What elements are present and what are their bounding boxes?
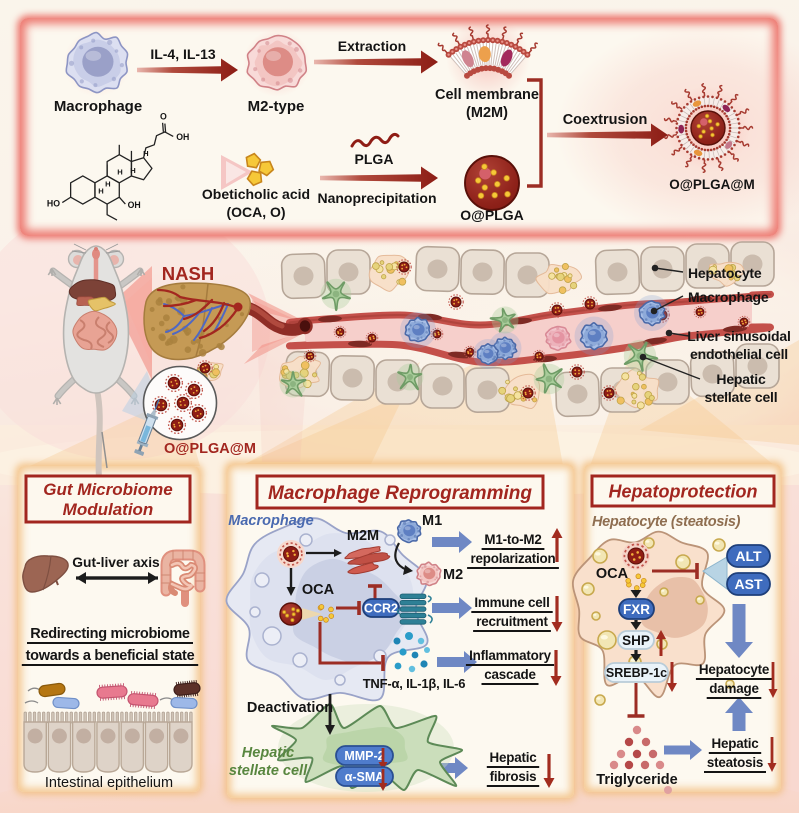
svg-text:O: O	[160, 112, 167, 122]
svg-text:Triglyceride: Triglyceride	[596, 772, 677, 788]
svg-text:towards a beneficial state: towards a beneficial state	[26, 648, 195, 664]
svg-text:Redirecting microbiome: Redirecting microbiome	[30, 626, 190, 642]
svg-text:H: H	[130, 166, 135, 175]
svg-text:Extraction: Extraction	[338, 38, 406, 54]
svg-text:H: H	[98, 186, 103, 195]
svg-text:OH: OH	[176, 132, 189, 142]
svg-text:FXR: FXR	[623, 602, 650, 617]
svg-text:Hepatic: Hepatic	[490, 750, 538, 765]
svg-text:Immune cell: Immune cell	[474, 595, 549, 610]
svg-text:NASH: NASH	[162, 263, 214, 284]
svg-text:repolarization: repolarization	[471, 551, 556, 566]
svg-text:Hepatic: Hepatic	[716, 371, 766, 387]
svg-text:AST: AST	[735, 576, 763, 592]
svg-text:M2-type: M2-type	[248, 98, 305, 115]
svg-text:Macrophage Reprogramming: Macrophage Reprogramming	[268, 483, 532, 504]
svg-text:M2: M2	[443, 567, 463, 583]
svg-text:Cell membrane: Cell membrane	[435, 87, 539, 103]
svg-text:IL-4, IL-13: IL-4, IL-13	[150, 46, 216, 62]
svg-text:Hepatic: Hepatic	[712, 736, 760, 751]
svg-text:CCR2: CCR2	[364, 602, 398, 616]
svg-text:Liver sinusoidal: Liver sinusoidal	[687, 328, 790, 344]
svg-text:Gut-liver axis: Gut-liver axis	[72, 555, 160, 570]
svg-text:steatosis: steatosis	[707, 755, 763, 770]
svg-text:H: H	[105, 180, 110, 189]
svg-text:PLGA: PLGA	[355, 151, 394, 167]
svg-text:Hepatocyte (steatosis): Hepatocyte (steatosis)	[592, 514, 741, 530]
svg-text:α-SMA: α-SMA	[345, 770, 385, 784]
svg-text:recruitment: recruitment	[476, 614, 548, 629]
svg-text:SREBP-1c: SREBP-1c	[606, 666, 667, 680]
svg-text:ALT: ALT	[735, 548, 762, 564]
svg-text:M2M: M2M	[347, 528, 379, 544]
svg-text:Macrophage: Macrophage	[688, 289, 769, 305]
svg-text:cascade: cascade	[484, 667, 535, 682]
svg-text:Gut Microbiome: Gut Microbiome	[43, 480, 172, 499]
svg-text:SHP: SHP	[622, 633, 650, 648]
svg-text:stellate cell: stellate cell	[229, 763, 308, 779]
svg-text:HO: HO	[47, 198, 60, 208]
svg-text:(M2M): (M2M)	[466, 105, 508, 121]
svg-text:Macrophage: Macrophage	[228, 513, 313, 529]
svg-text:OH: OH	[128, 200, 141, 210]
svg-text:Hepatocyte: Hepatocyte	[699, 662, 769, 677]
svg-text:M1: M1	[422, 513, 442, 529]
svg-text:Intestinal epithelium: Intestinal epithelium	[45, 775, 173, 791]
svg-text:O@PLGA: O@PLGA	[460, 207, 523, 223]
svg-text:Obeticholic acid: Obeticholic acid	[202, 186, 310, 202]
svg-text:fibrosis: fibrosis	[490, 769, 537, 784]
svg-text:endothelial cell: endothelial cell	[690, 346, 788, 362]
svg-text:OCA: OCA	[302, 582, 335, 598]
svg-text:Modulation: Modulation	[63, 500, 154, 519]
svg-text:TNF-α, IL-1β, IL-6: TNF-α, IL-1β, IL-6	[363, 676, 466, 691]
svg-text:Deactivation: Deactivation	[247, 700, 333, 716]
svg-text:Inflammatory: Inflammatory	[469, 648, 551, 663]
svg-text:MMP-2: MMP-2	[344, 749, 384, 763]
svg-text:Nanoprecipitation: Nanoprecipitation	[317, 190, 436, 206]
svg-text:O@PLGA@M: O@PLGA@M	[669, 177, 755, 192]
svg-text:H: H	[117, 167, 122, 176]
svg-text:(OCA, O): (OCA, O)	[226, 204, 285, 220]
svg-text:damage: damage	[709, 681, 758, 696]
svg-text:stellate cell: stellate cell	[705, 389, 778, 405]
svg-text:Coextrusion: Coextrusion	[563, 112, 648, 128]
svg-text:Macrophage: Macrophage	[54, 98, 142, 115]
svg-text:H: H	[143, 149, 148, 158]
svg-text:Hepatoprotection: Hepatoprotection	[608, 481, 757, 501]
svg-text:Hepatic: Hepatic	[242, 745, 294, 761]
svg-text:Hepatocyte: Hepatocyte	[688, 265, 762, 281]
svg-text:O@PLGA@M: O@PLGA@M	[164, 441, 256, 457]
svg-text:M1-to-M2: M1-to-M2	[484, 532, 541, 547]
svg-text:OCA: OCA	[596, 566, 629, 582]
